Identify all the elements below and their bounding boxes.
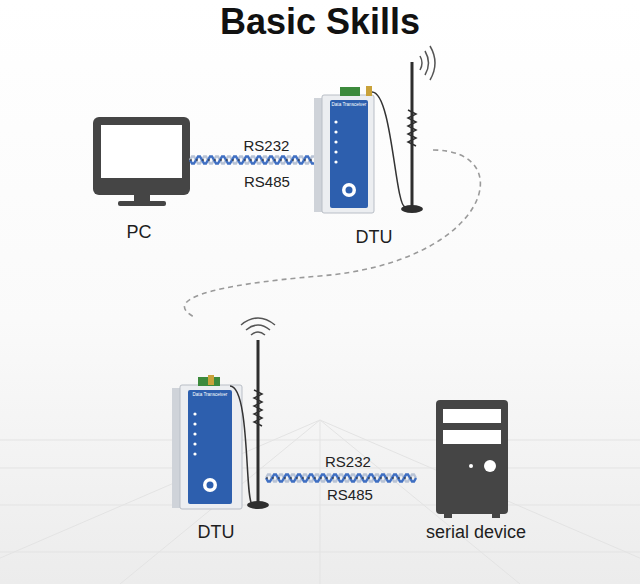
dtu-device-icon — [172, 375, 242, 509]
antenna-icon-part — [257, 340, 260, 503]
diagram-title: Basic Skills — [0, 0, 640, 44]
dtu-device-icon-part — [180, 385, 242, 509]
signal-name: RS485 — [327, 486, 373, 504]
antenna-icon-part — [246, 325, 270, 330]
dtu-device-icon-part — [334, 160, 337, 163]
pc-monitor-icon-part — [93, 117, 190, 195]
dtu-device-icon-part — [188, 390, 232, 504]
dtu-device-icon-part — [346, 187, 353, 194]
antenna-icon-part — [251, 332, 265, 335]
wireless-link-line — [184, 150, 480, 318]
cable-strand — [190, 157, 314, 164]
device-brand-text: Data Transceiver — [332, 102, 367, 108]
dtu-device-icon-part — [193, 422, 196, 425]
antenna-icon — [372, 46, 435, 213]
cable-strand — [266, 475, 416, 482]
dtu-device-icon-part — [193, 432, 196, 435]
pc-monitor-icon-part — [101, 125, 182, 178]
dtu-device-icon-part — [334, 140, 337, 143]
dtu-device-icon-part — [334, 120, 337, 123]
serial-device-icon-part — [436, 400, 508, 514]
serial-device-icon-part — [492, 514, 500, 518]
antenna-icon-part — [372, 92, 405, 207]
dtu-device-icon-part — [334, 150, 337, 153]
node-label: serial device — [416, 521, 536, 543]
floor-grid-part — [320, 420, 321, 584]
antenna-icon-part — [411, 62, 414, 207]
pc-monitor-icon-part — [118, 201, 166, 206]
wireless-link — [184, 150, 480, 318]
serial-device-icon-part — [444, 514, 452, 518]
dtu-device-icon-part — [208, 375, 214, 385]
antenna-icon-part — [408, 110, 416, 146]
serial-device-icon-part — [484, 460, 496, 472]
dtu-device-icon-part — [207, 482, 214, 489]
dtu-device-icon-part — [193, 442, 196, 445]
pc-node: PC — [88, 110, 190, 245]
floor-grid-part — [0, 420, 320, 584]
cable-strand — [266, 475, 416, 482]
serial-device-icon-part — [443, 430, 501, 444]
dtu-device-icon — [314, 86, 374, 213]
dtu-device-icon-part — [342, 183, 356, 197]
serial-cable — [266, 475, 416, 482]
antenna-icon-part — [425, 51, 429, 75]
dtu-device-icon-part — [334, 130, 337, 133]
device-brand-text: Data Transceiver — [193, 392, 228, 398]
antenna-icon-part — [241, 318, 275, 325]
dtu-device-icon-part — [340, 87, 360, 96]
serial-device-icon-part — [443, 409, 501, 423]
cable-core — [190, 159, 315, 160]
antenna-icon-part — [430, 46, 435, 80]
signal-name: RS232 — [325, 453, 371, 471]
serial-device-icon-part — [469, 464, 473, 468]
signal-name: RS232 — [244, 137, 290, 155]
antenna-icon-part — [254, 390, 262, 426]
dtu-node: DTU — [315, 55, 433, 250]
serial-cable — [190, 157, 315, 164]
signal-name: RS485 — [244, 173, 290, 191]
antenna-icon-part — [420, 56, 422, 70]
serial-device-icon — [436, 400, 508, 518]
dtu-device-icon-part — [203, 478, 217, 492]
dtu-device-icon-part — [366, 86, 372, 96]
node-label: PC — [88, 221, 190, 243]
dtu-node: DTU — [166, 318, 266, 545]
serial-device-node: serial device — [416, 395, 536, 545]
dtu-device-icon-part — [322, 95, 374, 213]
cable-core — [266, 477, 416, 478]
dtu-device-icon-part — [193, 412, 196, 415]
pc-monitor-icon — [93, 117, 190, 206]
dtu-device-icon-part — [193, 452, 196, 455]
floor-grid — [0, 420, 640, 584]
pc-monitor-icon-part — [134, 195, 150, 202]
node-label: DTU — [166, 521, 266, 543]
antenna-icon-part — [230, 386, 252, 504]
dtu-device-icon-part — [330, 100, 368, 208]
cable-strand — [190, 157, 314, 164]
node-label: DTU — [315, 226, 433, 248]
